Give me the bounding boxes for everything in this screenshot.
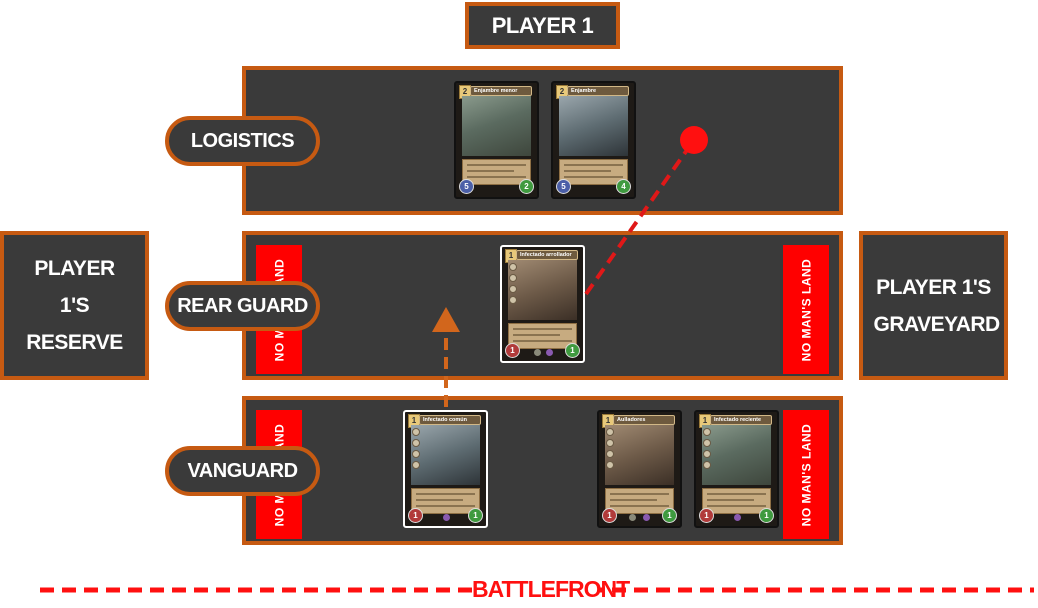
card-infectado-reciente[interactable]: 1 Infectado reciente 1 1 bbox=[694, 410, 779, 528]
card-right-stat: 1 bbox=[759, 508, 774, 523]
card-name: Infectado reciente bbox=[710, 415, 772, 425]
card-textbox bbox=[462, 159, 531, 185]
card-art bbox=[411, 425, 480, 485]
no-mans-land-label: NO MAN'S LAND bbox=[799, 258, 813, 361]
no-mans-land-right: NO MAN'S LAND bbox=[783, 410, 829, 539]
card-gem bbox=[643, 514, 650, 521]
logistics-zone[interactable]: 2 Enjambre menor 5 2 2 Enjambre 5 4 bbox=[242, 66, 843, 215]
card-art bbox=[605, 425, 674, 485]
card-pips bbox=[703, 428, 711, 472]
card-right-stat: 1 bbox=[662, 508, 677, 523]
card-pips bbox=[412, 428, 420, 472]
card-textbox bbox=[702, 488, 771, 514]
player-reserve-panel[interactable]: PLAYER 1'S RESERVE bbox=[0, 231, 149, 380]
card-left-stat: 5 bbox=[556, 179, 571, 194]
card-right-stat: 4 bbox=[616, 179, 631, 194]
card-left-stat: 1 bbox=[699, 508, 714, 523]
vanguard-label: VANGUARD bbox=[165, 446, 320, 496]
card-pips bbox=[606, 428, 614, 472]
card-gem bbox=[629, 514, 636, 521]
card-gem bbox=[546, 349, 553, 356]
reserve-label: PLAYER 1'S RESERVE bbox=[26, 257, 123, 354]
card-textbox bbox=[411, 488, 480, 514]
card-art bbox=[508, 260, 577, 320]
logistics-label: LOGISTICS bbox=[165, 116, 320, 166]
player-title: PLAYER 1 bbox=[465, 2, 620, 49]
card-pips bbox=[509, 263, 517, 307]
battlefront-label: BATTLEFRONT bbox=[472, 574, 630, 604]
rear-guard-zone[interactable]: NO MAN'S LAND NO MAN'S LAND 1 Infectado … bbox=[242, 231, 843, 380]
card-name: Enjambre menor bbox=[470, 86, 532, 96]
card-infectado-arrollador[interactable]: 1 Infectado arrollador 1 1 bbox=[500, 245, 585, 363]
card-left-stat: 5 bbox=[459, 179, 474, 194]
card-enjambre[interactable]: 2 Enjambre 5 4 bbox=[551, 81, 636, 199]
card-name: Enjambre bbox=[567, 86, 629, 96]
card-right-stat: 1 bbox=[468, 508, 483, 523]
card-name: Aulladores bbox=[613, 415, 675, 425]
card-infectado-comun[interactable]: 1 Infectado común 1 1 bbox=[403, 410, 488, 528]
card-right-stat: 2 bbox=[519, 179, 534, 194]
card-aulladores[interactable]: 1 Aulladores 1 1 bbox=[597, 410, 682, 528]
no-mans-land-label: NO MAN'S LAND bbox=[799, 423, 813, 526]
card-gem bbox=[534, 349, 541, 356]
card-art bbox=[559, 96, 628, 156]
card-right-stat: 1 bbox=[565, 343, 580, 358]
card-name: Infectado común bbox=[419, 415, 481, 425]
graveyard-label: PLAYER 1'S GRAVEYARD bbox=[873, 275, 1001, 336]
card-gem bbox=[443, 514, 450, 521]
rear-guard-label: REAR GUARD bbox=[165, 281, 320, 331]
card-art bbox=[462, 96, 531, 156]
card-textbox bbox=[508, 323, 577, 349]
no-mans-land-right: NO MAN'S LAND bbox=[783, 245, 829, 374]
card-name: Infectado arrollador bbox=[516, 250, 578, 260]
card-left-stat: 1 bbox=[505, 343, 520, 358]
card-enjambre-menor[interactable]: 2 Enjambre menor 5 2 bbox=[454, 81, 539, 199]
card-art bbox=[702, 425, 771, 485]
card-textbox bbox=[605, 488, 674, 514]
card-left-stat: 1 bbox=[408, 508, 423, 523]
card-left-stat: 1 bbox=[602, 508, 617, 523]
vanguard-zone[interactable]: NO MAN'S LAND NO MAN'S LAND 1 Infectado … bbox=[242, 396, 843, 545]
player-graveyard-panel[interactable]: PLAYER 1'S GRAVEYARD bbox=[859, 231, 1008, 380]
card-gem bbox=[734, 514, 741, 521]
